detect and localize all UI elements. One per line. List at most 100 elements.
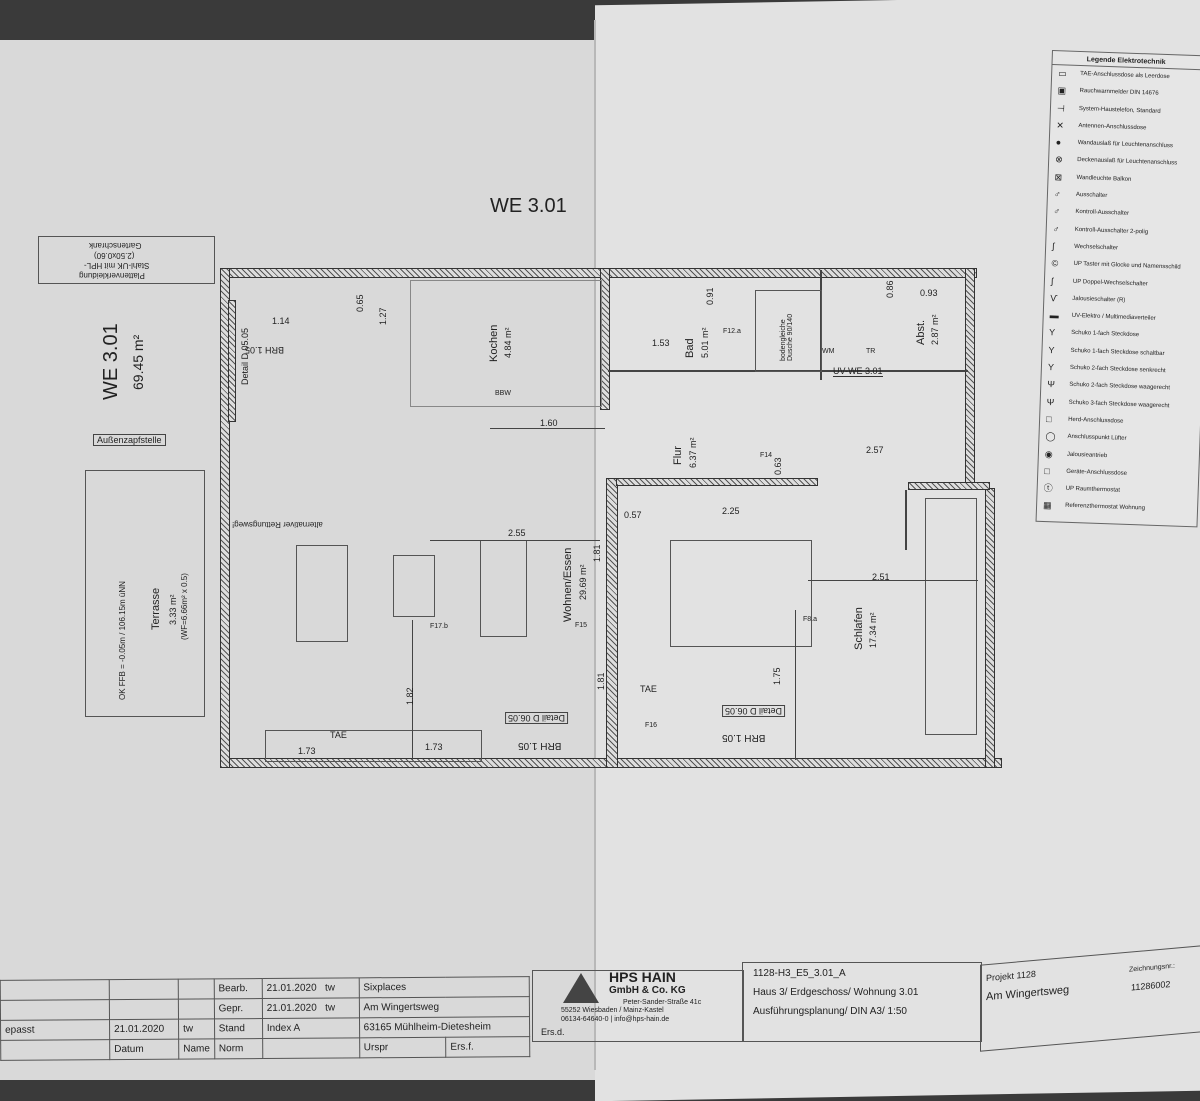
legend-symbol-icon: ♂ xyxy=(1053,189,1061,200)
room-wohnen-name: Wohnen/Essen xyxy=(562,547,574,622)
shower: bodengleiche Dusche 90/140 xyxy=(755,290,822,372)
project-number: 1128 xyxy=(1016,968,1036,981)
dim: 0.65 xyxy=(355,294,365,312)
legend-label: TAE-Anschlussdose als Leerdose xyxy=(1080,70,1170,81)
plan-title: WE 3.01 xyxy=(490,195,567,217)
tb-cell: Bearb. xyxy=(213,978,263,999)
tb-cell: Gepr. xyxy=(214,998,263,1019)
legend-label: Kontroll-Ausschalter 2-polig xyxy=(1074,226,1149,236)
paper-fold xyxy=(594,20,596,1070)
wall-east-upper xyxy=(965,268,975,490)
tb-street: Am Wingertsweg xyxy=(358,996,530,1018)
dim: 0.91 xyxy=(705,287,715,305)
tb-cell: Ers.d. xyxy=(541,1027,565,1037)
dim: 1.53 xyxy=(652,338,670,348)
tae-living: TAE xyxy=(330,730,347,740)
project-label: Projekt xyxy=(986,970,1015,984)
dim: 0.57 xyxy=(624,510,642,520)
dim: 2.51 xyxy=(872,572,890,582)
room-wohnen-area: 29.69 m² xyxy=(578,564,588,600)
tb-cell: 21.01.2020 xyxy=(266,982,317,994)
dim: 1.73 xyxy=(425,742,443,752)
shower-label: bodengleiche Dusche 90/140 xyxy=(780,313,794,361)
circuit-label: F16 xyxy=(645,722,658,729)
room-bad-area: 5.01 m² xyxy=(700,327,710,358)
tb-cell: 21.01.2020 xyxy=(266,1002,317,1014)
legend-label: Jalousieantrieb xyxy=(1066,451,1108,459)
legend-label: Jalousieschalter (R) xyxy=(1072,295,1126,304)
drawing-id: 1128-H3_E5_3.01_A xyxy=(753,968,846,979)
drawing-desc: Haus 3/ Erdgeschoss/ Wohnung 3.01 xyxy=(753,987,919,998)
legend-label: Geräte-Anschlussdose xyxy=(1066,468,1128,477)
tr-label: TR xyxy=(866,348,876,355)
legend-label: Referenzthermostat Wohnung xyxy=(1064,503,1146,512)
project-name: Am Wingertsweg xyxy=(986,983,1070,1004)
legend-label: Wandleuchte Balkon xyxy=(1076,174,1132,183)
legend-symbol-icon: © xyxy=(1051,258,1059,269)
legend-symbol-icon: Ψ xyxy=(1047,379,1056,390)
legend-symbol-icon: ◉ xyxy=(1044,448,1053,459)
dim: 0.93 xyxy=(920,288,938,298)
company-name2: GmbH & Co. KG xyxy=(609,985,686,996)
legend-label: System-Haustelefon, Standard xyxy=(1078,105,1161,115)
garden-text: Gartenschrank xyxy=(89,241,142,250)
garden-text: (2.50x0.60) xyxy=(94,251,135,260)
legend-label: Schuko 3-fach Steckdose waagerecht xyxy=(1068,399,1170,409)
drawing-number: 11286002 xyxy=(1131,979,1171,993)
tb-cell: tw xyxy=(324,982,336,994)
detail-left: Detail D 05.05 xyxy=(240,327,250,385)
legend-symbol-icon: Y xyxy=(1048,344,1055,356)
terrace xyxy=(85,470,205,717)
room-bad-name: Bad xyxy=(684,338,696,358)
legend-label: UV-Elektro / Multimediaverteiler xyxy=(1071,313,1156,322)
terrace-note: (WF=6.66m² x 0.5) xyxy=(180,573,189,640)
drawing-number-label: Zeichnungsnr.: xyxy=(1129,962,1175,974)
dim: 1.73 xyxy=(298,746,316,756)
drawing-phase: Ausführungsplanung/ DIN A3/ 1:50 xyxy=(753,1006,907,1017)
legend-label: Schuko 1-fach Steckdose xyxy=(1071,330,1140,339)
wall-east-lower xyxy=(985,488,995,768)
legend-symbol-icon: □ xyxy=(1045,413,1052,425)
detail-bottom-2: Detail D 06.05 xyxy=(722,705,786,717)
legend-symbol-icon: ♂ xyxy=(1053,206,1061,217)
wardrobe xyxy=(925,498,977,735)
circuit-label: F14 xyxy=(760,452,773,459)
legend-label: Anschlusspunkt Lüfter xyxy=(1067,434,1127,443)
wall-hall-bed xyxy=(616,478,818,486)
legend-symbol-icon: ♂ xyxy=(1052,223,1060,235)
wall-bed-abst xyxy=(905,490,907,550)
tb-cell: tw xyxy=(178,1018,215,1040)
dim: 1.27 xyxy=(378,307,388,325)
legend-symbol-icon: ∫ xyxy=(1051,241,1055,252)
dim: 2.55 xyxy=(508,528,526,538)
company-address: Peter-Sander-Straße 41c xyxy=(623,999,702,1006)
kitchen-counter xyxy=(410,280,602,407)
dim: 1.81 xyxy=(596,672,606,690)
room-abst-name: Abst. xyxy=(915,319,927,345)
wall-abst xyxy=(908,482,990,490)
tb-cell: epasst xyxy=(0,1019,110,1041)
company-name: HPS HAIN xyxy=(609,969,676,985)
legend-label: UP Doppel-Wechselschalter xyxy=(1072,278,1148,288)
tb-cell: Name xyxy=(178,1038,215,1060)
legend-symbol-icon: ⊣ xyxy=(1056,102,1065,114)
wall-north xyxy=(220,268,977,278)
legend-label: UP Taster mit Glocke und Namensschild xyxy=(1073,261,1181,271)
dim-line xyxy=(412,620,413,760)
table xyxy=(393,555,435,617)
legend-label: Ausschalter xyxy=(1075,192,1108,200)
legend-symbol-icon: ◯ xyxy=(1045,431,1056,442)
outdoor-tap-label: Außenzapfstelle xyxy=(93,434,166,446)
room-flur-area: 6.37 m² xyxy=(688,437,698,468)
dim-line xyxy=(795,610,796,760)
tae-bedroom: TAE xyxy=(640,684,657,694)
legend-symbol-icon: Ψ xyxy=(1046,396,1055,407)
dim: 1.75 xyxy=(772,667,782,685)
tb-cell: Urspr xyxy=(359,1037,446,1058)
tv-board xyxy=(265,730,482,762)
legend-label: Antennen-Anschlussdose xyxy=(1078,122,1147,132)
company-address: 55252 Wiesbaden / Mainz-Kastel xyxy=(561,1007,664,1014)
circuit-label: F15 xyxy=(575,622,588,629)
legend-label: Wechselschalter xyxy=(1074,243,1119,252)
